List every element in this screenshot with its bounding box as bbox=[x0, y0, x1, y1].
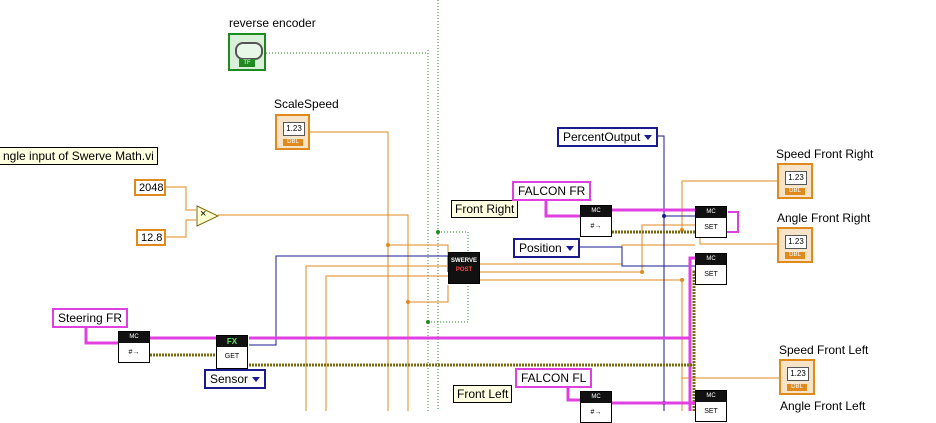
mc-refnum-vi-fl[interactable]: MC #→ bbox=[580, 391, 612, 423]
constant-2048[interactable]: 2048 bbox=[134, 179, 166, 196]
sensor-enum[interactable]: Sensor bbox=[204, 369, 267, 389]
comment-front-right: Front Right bbox=[451, 200, 519, 218]
swerve-vi-subtitle: POST bbox=[455, 267, 473, 273]
wire-falcon-fr bbox=[544, 198, 580, 218]
numeric-display-icon: 1.23 bbox=[283, 122, 305, 136]
percent-output-enum[interactable]: PercentOutput bbox=[557, 127, 659, 147]
wire-get-ref-out bbox=[249, 258, 692, 340]
swerve-vi-title: SWERVE bbox=[451, 258, 477, 264]
wire-scale-speed bbox=[310, 131, 389, 411]
wire-steering-fr bbox=[84, 325, 118, 345]
mc-vi-header: MC bbox=[581, 392, 611, 403]
dropdown-arrow-icon[interactable] bbox=[644, 135, 653, 141]
sensor-enum-value: Sensor bbox=[210, 372, 249, 386]
mc-set-vi-3[interactable]: MC SET bbox=[695, 390, 727, 422]
mc-vi-header: MC bbox=[119, 332, 149, 343]
format-arrow-icon: #→ bbox=[590, 223, 602, 230]
position-value: Position bbox=[519, 241, 562, 255]
speed-front-right-label: Speed Front Right bbox=[776, 147, 874, 161]
position-enum[interactable]: Position bbox=[513, 238, 580, 258]
wire-falcon-fl bbox=[566, 386, 580, 402]
speed-front-left-label: Speed Front Left bbox=[779, 343, 869, 357]
angle-front-right-label: Angle Front Right bbox=[777, 211, 871, 225]
dbl-type-tag: DBL bbox=[785, 252, 805, 259]
wire-constant-12-8 bbox=[166, 219, 196, 238]
wire-junction bbox=[640, 270, 644, 274]
multiply-icon: × bbox=[200, 208, 207, 220]
mc-set-vi-2[interactable]: MC SET bbox=[695, 253, 727, 285]
mc-refnum-vi-left[interactable]: MC #→ bbox=[118, 331, 150, 363]
format-arrow-icon: #→ bbox=[128, 349, 140, 356]
mc-vi-header: MC bbox=[696, 391, 726, 402]
wire-multiply-to-swerve bbox=[408, 285, 449, 303]
mc-vi-header: MC bbox=[696, 254, 726, 265]
wire-junction bbox=[680, 278, 684, 282]
dropdown-arrow-icon[interactable] bbox=[252, 377, 261, 383]
reverse-encoder-label: reverse encoder bbox=[229, 16, 316, 30]
get-vi-body: GET bbox=[224, 353, 240, 360]
dbl-type-tag: DBL bbox=[785, 188, 805, 195]
wire-junction bbox=[406, 300, 410, 304]
wire-junction bbox=[386, 243, 390, 247]
reverse-encoder-control[interactable]: TF bbox=[228, 33, 266, 71]
wire-junction bbox=[436, 230, 440, 234]
format-arrow-icon: #→ bbox=[590, 409, 602, 416]
numeric-display-icon: 1.23 bbox=[785, 235, 807, 249]
angle-front-right-indicator[interactable]: 1.23 DBL bbox=[777, 227, 813, 263]
speed-front-left-indicator[interactable]: 1.23 DBL bbox=[779, 359, 815, 395]
swerve-post-vi[interactable]: SWERVE POST bbox=[448, 252, 480, 284]
boolean-type-tag: TF bbox=[239, 59, 255, 67]
steering-fr-refnum[interactable]: Steering FR bbox=[52, 308, 129, 328]
wire-layer bbox=[84, 0, 780, 411]
wire-swerve-out-2 bbox=[480, 224, 780, 273]
constant-12-8[interactable]: 12.8 bbox=[136, 229, 166, 246]
set-vi-body: SET bbox=[704, 408, 718, 415]
multiply-node[interactable] bbox=[196, 205, 220, 227]
falcon-fl-refnum[interactable]: FALCON FL bbox=[515, 368, 593, 388]
angle-front-left-label: Angle Front Left bbox=[780, 399, 866, 413]
scale-speed-label: ScaleSpeed bbox=[274, 97, 339, 111]
percent-output-value: PercentOutput bbox=[563, 130, 641, 144]
mc-refnum-vi-fr[interactable]: MC #→ bbox=[580, 205, 612, 237]
mc-set-vi-1[interactable]: MC SET bbox=[695, 206, 727, 238]
scale-speed-control[interactable]: 1.23 DBL bbox=[275, 114, 310, 150]
comment-angle-input: ngle input of Swerve Math.vi bbox=[0, 147, 158, 165]
wire-junction bbox=[426, 320, 430, 324]
numeric-display-icon: 1.23 bbox=[787, 367, 809, 381]
dropdown-arrow-icon[interactable] bbox=[565, 246, 574, 252]
falcon-fr-refnum[interactable]: FALCON FR bbox=[512, 181, 592, 201]
mc-vi-header: MC bbox=[696, 207, 726, 218]
wire-speed-front-right bbox=[681, 180, 780, 230]
wire-orange-lines bbox=[305, 265, 448, 411]
wire-get-to-swerve bbox=[249, 255, 449, 346]
comment-front-left: Front Left bbox=[453, 385, 513, 403]
wire-multiply-out bbox=[218, 214, 409, 411]
speed-front-right-indicator[interactable]: 1.23 DBL bbox=[777, 163, 813, 199]
mc-vi-header: MC bbox=[581, 206, 611, 217]
toggle-icon bbox=[235, 42, 263, 60]
wire-percent-output bbox=[652, 135, 665, 411]
wire-junction bbox=[662, 214, 666, 218]
numeric-display-icon: 1.23 bbox=[785, 171, 807, 185]
set-vi-body: SET bbox=[704, 224, 718, 231]
wire-constant-2048 bbox=[166, 186, 196, 211]
wire-orange-lines-2 bbox=[325, 275, 448, 411]
fx-get-vi[interactable]: FX GET bbox=[216, 335, 248, 369]
set-vi-body: SET bbox=[704, 271, 718, 278]
dbl-type-tag: DBL bbox=[787, 384, 807, 391]
dbl-type-tag: DBL bbox=[283, 139, 303, 146]
fx-vi-header: FX bbox=[217, 336, 247, 347]
wire-front-right-enum bbox=[572, 246, 695, 267]
